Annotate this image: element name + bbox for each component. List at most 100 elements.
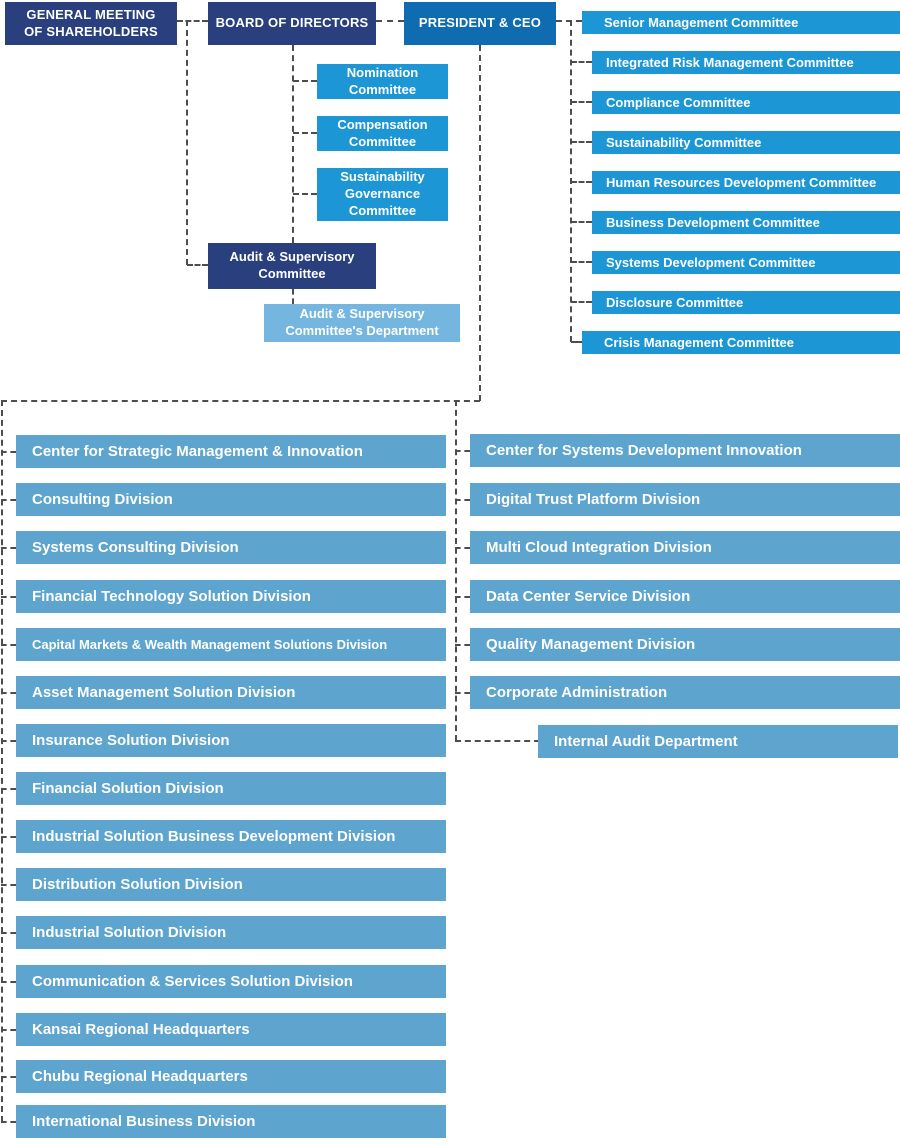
division-label: Multi Cloud Integration Division — [486, 539, 712, 556]
committee-label: Business Development Committee — [606, 215, 820, 230]
node-capital-markets-wealth-management-solutions-division: Capital Markets & Wealth Management Solu… — [16, 628, 446, 661]
connector-sustainability-governance — [293, 193, 317, 195]
node-nomination-committee-label: Nomination Committee — [346, 64, 419, 97]
connector-gm-vertical — [186, 20, 188, 265]
connector-main-horizontal — [1, 400, 480, 402]
node-kansai-regional-headquarters: Kansai Regional Headquarters — [16, 1013, 446, 1046]
division-label: Asset Management Solution Division — [32, 684, 296, 701]
connector-committee-2 — [571, 61, 592, 63]
node-president-ceo: PRESIDENT & CEO — [404, 2, 556, 45]
node-nomination-committee: Nomination Committee — [317, 64, 448, 99]
node-sustainability-governance-committee-label: Sustainability Governance Committee — [340, 169, 425, 218]
division-label: Corporate Administration — [486, 684, 668, 701]
connector-committee-9 — [571, 341, 582, 343]
connector-left-8 — [1, 788, 16, 790]
connector-left-column-vertical — [1, 400, 3, 1122]
node-industrial-solution-business-development-division: Industrial Solution Business Development… — [16, 820, 446, 853]
division-label: Capital Markets & Wealth Management Solu… — [32, 637, 388, 652]
node-data-center-service-division: Data Center Service Division — [470, 580, 900, 613]
connector-right-2 — [455, 499, 470, 501]
committee-label: Systems Development Committee — [606, 255, 816, 270]
division-label: Digital Trust Platform Division — [486, 491, 701, 508]
connector-committee-3 — [571, 101, 592, 103]
connector-committee-6 — [571, 221, 592, 223]
division-label: Financial Technology Solution Division — [32, 588, 311, 605]
connector-gm-audit — [187, 264, 208, 266]
committee-label: Integrated Risk Management Committee — [606, 55, 854, 70]
connector-left-11 — [1, 932, 16, 934]
connector-left-12 — [1, 981, 16, 983]
node-president-ceo-label: PRESIDENT & CEO — [418, 15, 542, 31]
node-board-of-directors-label: BOARD OF DIRECTORS — [215, 15, 369, 31]
connector-left-5 — [1, 644, 16, 646]
connector-left-13 — [1, 1029, 16, 1031]
connector-left-6 — [1, 692, 16, 694]
connector-right-4 — [455, 596, 470, 598]
connector-compensation — [293, 132, 317, 134]
node-center-systems-development-innovation: Center for Systems Development Innovatio… — [470, 434, 900, 467]
node-audit-supervisory-department-label: Audit & Supervisory Committee's Departme… — [285, 306, 439, 338]
node-quality-management-division: Quality Management Division — [470, 628, 900, 661]
node-senior-management-committee: Senior Management Committee — [582, 11, 900, 34]
division-label: Industrial Solution Business Development… — [32, 828, 396, 845]
committee-label: Human Resources Development Committee — [606, 175, 877, 190]
node-compensation-committee-label: Compensation Committee — [337, 116, 428, 149]
connector-president-committees — [556, 20, 582, 22]
division-label: International Business Division — [32, 1113, 256, 1130]
node-disclosure-committee: Disclosure Committee — [592, 291, 900, 314]
connector-left-4 — [1, 596, 16, 598]
node-distribution-solution-division: Distribution Solution Division — [16, 868, 446, 901]
connector-left-3 — [1, 547, 16, 549]
connector-right-1 — [455, 450, 470, 452]
node-industrial-solution-division: Industrial Solution Division — [16, 916, 446, 949]
division-label: Financial Solution Division — [32, 780, 224, 797]
committee-label: Sustainability Committee — [606, 135, 762, 150]
division-label: Systems Consulting Division — [32, 539, 239, 556]
connector-board-vertical — [292, 45, 294, 243]
connector-left-2 — [1, 499, 16, 501]
node-financial-solution-division: Financial Solution Division — [16, 772, 446, 805]
node-internal-audit-department: Internal Audit Department — [538, 725, 898, 758]
node-audit-supervisory-committee-label: Audit & Supervisory Committee — [229, 249, 355, 281]
node-chubu-regional-headquarters: Chubu Regional Headquarters — [16, 1060, 446, 1093]
connector-left-7 — [1, 740, 16, 742]
committee-label: Senior Management Committee — [604, 15, 799, 30]
node-general-meeting: GENERAL MEETING OF SHAREHOLDERS — [5, 2, 177, 45]
connector-president-vertical — [479, 45, 481, 401]
node-general-meeting-label: GENERAL MEETING OF SHAREHOLDERS — [24, 6, 158, 39]
division-label: Quality Management Division — [486, 636, 696, 653]
connector-left-10 — [1, 884, 16, 886]
node-compliance-committee: Compliance Committee — [592, 91, 900, 114]
connector-committee-5 — [571, 181, 592, 183]
division-label: Kansai Regional Headquarters — [32, 1021, 250, 1038]
connector-right-5 — [455, 644, 470, 646]
node-integrated-risk-management-committee: Integrated Risk Management Committee — [592, 51, 900, 74]
node-board-of-directors: BOARD OF DIRECTORS — [208, 2, 376, 45]
node-audit-supervisory-department: Audit & Supervisory Committee's Departme… — [264, 304, 460, 342]
connector-audit-dept-vertical — [292, 289, 294, 304]
node-center-strategic-management-innovation: Center for Strategic Management & Innova… — [16, 435, 446, 468]
connector-right-6 — [455, 692, 470, 694]
division-label: Center for Systems Development Innovatio… — [486, 442, 802, 459]
connector-board-president — [376, 20, 404, 22]
committee-label: Crisis Management Committee — [604, 335, 794, 350]
connector-committee-7 — [571, 261, 592, 263]
node-systems-development-committee: Systems Development Committee — [592, 251, 900, 274]
node-compensation-committee: Compensation Committee — [317, 116, 448, 151]
node-sustainability-committee: Sustainability Committee — [592, 131, 900, 154]
node-sustainability-governance-committee: Sustainability Governance Committee — [317, 168, 448, 221]
connector-committee-8 — [571, 301, 592, 303]
connector-committee-4 — [571, 141, 592, 143]
connector-right-3 — [455, 547, 470, 549]
connector-gm-board — [177, 20, 208, 22]
division-label: Internal Audit Department — [554, 733, 738, 750]
node-multi-cloud-integration-division: Multi Cloud Integration Division — [470, 531, 900, 564]
connector-left-14 — [1, 1076, 16, 1078]
node-financial-technology-solution-division: Financial Technology Solution Division — [16, 580, 446, 613]
connector-nomination — [293, 80, 317, 82]
node-systems-consulting-division: Systems Consulting Division — [16, 531, 446, 564]
node-communication-services-solution-division: Communication & Services Solution Divisi… — [16, 965, 446, 998]
connector-left-15 — [1, 1121, 16, 1123]
division-label: Insurance Solution Division — [32, 732, 230, 749]
